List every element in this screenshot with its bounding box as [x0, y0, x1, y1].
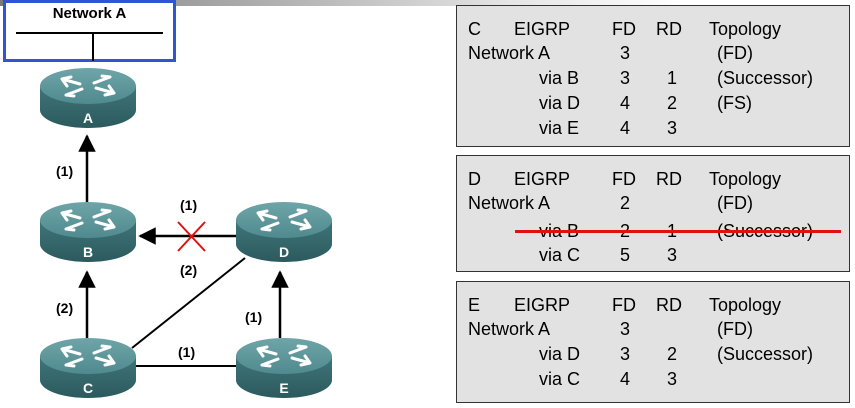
eigrp-table-router-d: D EIGRP FD RD Topology Network A 2 (FD) … [456, 155, 850, 272]
cost-label-c-e: (1) [178, 344, 195, 360]
route-fd: 4 [620, 93, 631, 113]
router-e-label: E [279, 380, 288, 396]
route-note: (Successor) [717, 344, 814, 364]
route-fd: 3 [620, 344, 631, 364]
removed-route-strikethrough [515, 230, 841, 233]
router-d-label: D [279, 244, 289, 260]
link-c-d [131, 257, 246, 349]
router-a-label: A [83, 110, 93, 126]
table-network-name: Network A [468, 319, 551, 339]
table-network-topology: (FD) [717, 319, 753, 339]
table-fd-header: FD [612, 19, 636, 39]
cost-label-a-b: (1) [56, 163, 73, 179]
table-network-fd: 2 [620, 193, 631, 213]
route-rd: 3 [667, 369, 678, 389]
top-gradient-bar [0, 0, 855, 6]
network-a-box: Network A [3, 0, 176, 62]
table-topology-header: Topology [709, 169, 782, 189]
table-protocol: EIGRP [514, 295, 571, 315]
table-router-name: D [468, 169, 481, 189]
table-protocol: EIGRP [514, 19, 571, 39]
cost-label-d-b-top: (1) [180, 197, 197, 213]
table-rd-header: RD [656, 295, 682, 315]
router-c-label: C [83, 380, 93, 396]
route-rd: 1 [667, 68, 678, 88]
table-fd-header: FD [612, 169, 636, 189]
network-a-title: Network A [52, 5, 127, 22]
table-rd-header: RD [656, 19, 682, 39]
route-fd: 5 [620, 245, 631, 265]
route-via: via C [539, 369, 581, 389]
table-network-fd: 3 [620, 43, 631, 63]
eigrp-table-router-e: E EIGRP FD RD Topology Network A 3 (FD) … [456, 281, 850, 403]
route-via: via C [539, 245, 581, 265]
table-network-topology: (FD) [717, 43, 753, 63]
topology-diagram: A B C D E (1) (2) (1) (2) (1) (1) [38, 66, 334, 400]
failed-link-x-icon [177, 221, 206, 252]
table-protocol: EIGRP [514, 169, 571, 189]
route-fd: 4 [620, 369, 631, 389]
route-via: via B [539, 68, 580, 88]
router-b-label: B [83, 244, 93, 260]
eigrp-table-router-c: C EIGRP FD RD Topology Network A 3 (FD) … [456, 5, 850, 147]
route-rd: 2 [667, 93, 678, 113]
table-router-name: E [468, 295, 481, 315]
route-note: (FS) [717, 93, 752, 113]
route-via: via D [539, 344, 581, 364]
table-network-topology: (FD) [717, 193, 753, 213]
table-network-name: Network A [468, 43, 551, 63]
route-rd: 3 [667, 118, 678, 138]
route-fd: 3 [620, 68, 631, 88]
cost-label-b-c: (2) [56, 300, 73, 316]
network-a-segment [16, 32, 163, 34]
route-via: via E [539, 118, 580, 138]
cost-label-e-d: (1) [245, 309, 262, 325]
route-via: via D [539, 93, 581, 113]
table-network-name: Network A [468, 193, 551, 213]
table-network-fd: 3 [620, 319, 631, 339]
cost-label-d-b-bottom: (2) [180, 262, 197, 278]
table-router-name: C [468, 19, 481, 39]
table-topology-header: Topology [709, 19, 782, 39]
table-fd-header: FD [612, 295, 636, 315]
network-a-drop-line [92, 33, 94, 61]
table-topology-header: Topology [709, 295, 782, 315]
route-fd: 4 [620, 118, 631, 138]
route-rd: 3 [667, 245, 678, 265]
route-note: (Successor) [717, 68, 814, 88]
table-rd-header: RD [656, 169, 682, 189]
route-rd: 2 [667, 344, 678, 364]
